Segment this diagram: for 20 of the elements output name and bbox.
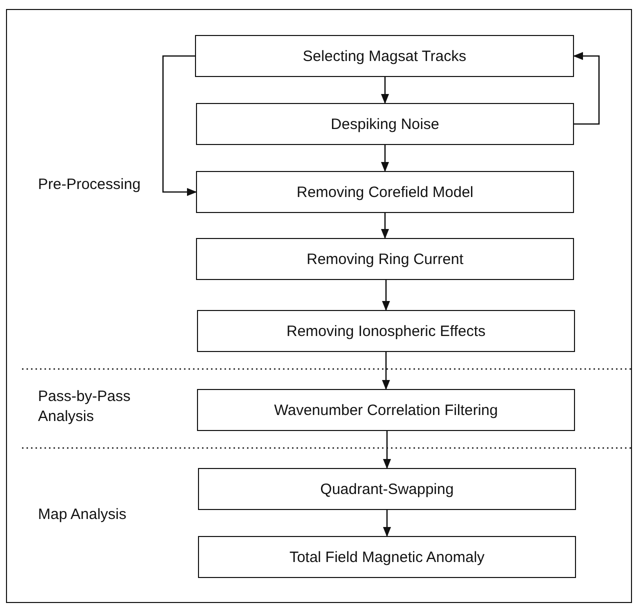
arrow [383, 510, 391, 537]
arrow [383, 431, 391, 469]
section-label: Pass-by-Pass Analysis [38, 387, 132, 426]
arrow [162, 55, 197, 196]
process-box: Despiking Noise [196, 103, 574, 145]
process-box: Quadrant-Swapping [198, 468, 576, 510]
arrow [573, 52, 600, 125]
process-box: Removing Ring Current [196, 238, 574, 280]
arrow [381, 77, 389, 104]
arrow [382, 280, 390, 311]
process-box: Wavenumber Correlation Filtering [197, 389, 575, 431]
arrow [381, 145, 389, 172]
section-label: Map Analysis [38, 505, 128, 524]
arrow [381, 213, 389, 239]
arrow [382, 352, 390, 390]
process-box: Total Field Magnetic Anomaly [198, 536, 576, 578]
process-box: Removing Ionospheric Effects [197, 310, 575, 352]
section-label: Pre-Processing [38, 175, 142, 194]
process-box: Selecting Magsat Tracks [195, 35, 574, 77]
process-box: Removing Corefield Model [196, 171, 574, 213]
